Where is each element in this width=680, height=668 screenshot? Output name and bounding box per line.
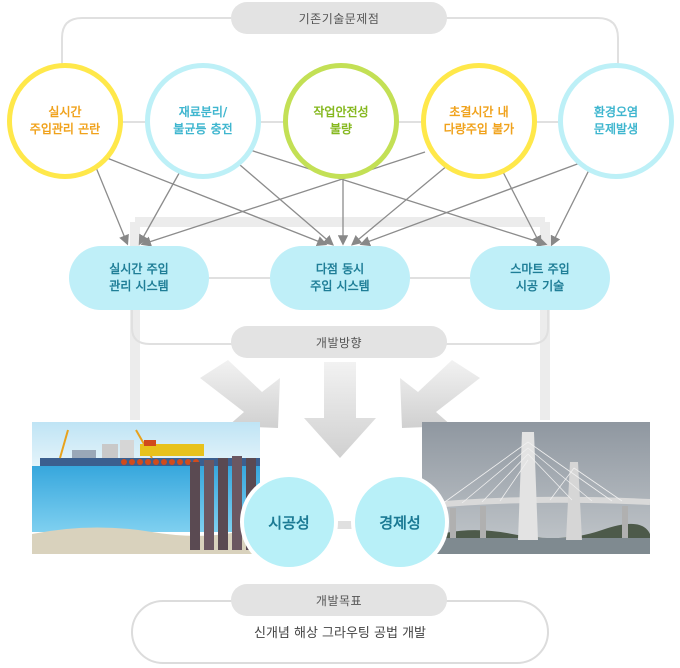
system-line2: 관리 시스템 bbox=[109, 279, 169, 293]
problem-line2: 불량 bbox=[329, 122, 353, 136]
system-line1: 스마트 주입 bbox=[510, 262, 570, 276]
goal-text: 신개념 해상 그라우팅 공법 개발 bbox=[253, 626, 426, 641]
problem-line1: 재료분리/ bbox=[178, 105, 228, 119]
problem-material-separation: 재료분리/불균등 충전 bbox=[145, 63, 261, 179]
problem-line2: 주입관리 곤란 bbox=[29, 122, 101, 136]
problem-line1: 실시간 bbox=[48, 105, 82, 119]
bridge-photo bbox=[422, 422, 650, 554]
system-line1: 실시간 주입 bbox=[109, 262, 169, 276]
problem-line2: 불균등 충전 bbox=[173, 122, 233, 136]
header-label: 기존기술문제점 bbox=[231, 2, 447, 34]
problem-line2: 다량주입 불가 bbox=[443, 122, 515, 136]
problem-line1: 초결시간 내 bbox=[449, 105, 509, 119]
goal-label: 개발목표 bbox=[231, 584, 447, 616]
system-line2: 주입 시스템 bbox=[310, 279, 370, 293]
outcome-economy: 경제성 bbox=[351, 473, 449, 571]
problem-line1: 작업안전성 bbox=[313, 105, 369, 119]
outcome-constructability: 시공성 bbox=[240, 473, 338, 571]
offshore-construction-photo bbox=[32, 422, 260, 554]
system-line1: 다점 동시 bbox=[315, 262, 365, 276]
problem-line1: 환경오염 bbox=[593, 105, 639, 119]
direction-label: 개발방향 bbox=[231, 326, 447, 358]
system-line2: 시공 기술 bbox=[515, 279, 565, 293]
problem-line2: 문제발생 bbox=[593, 122, 639, 136]
